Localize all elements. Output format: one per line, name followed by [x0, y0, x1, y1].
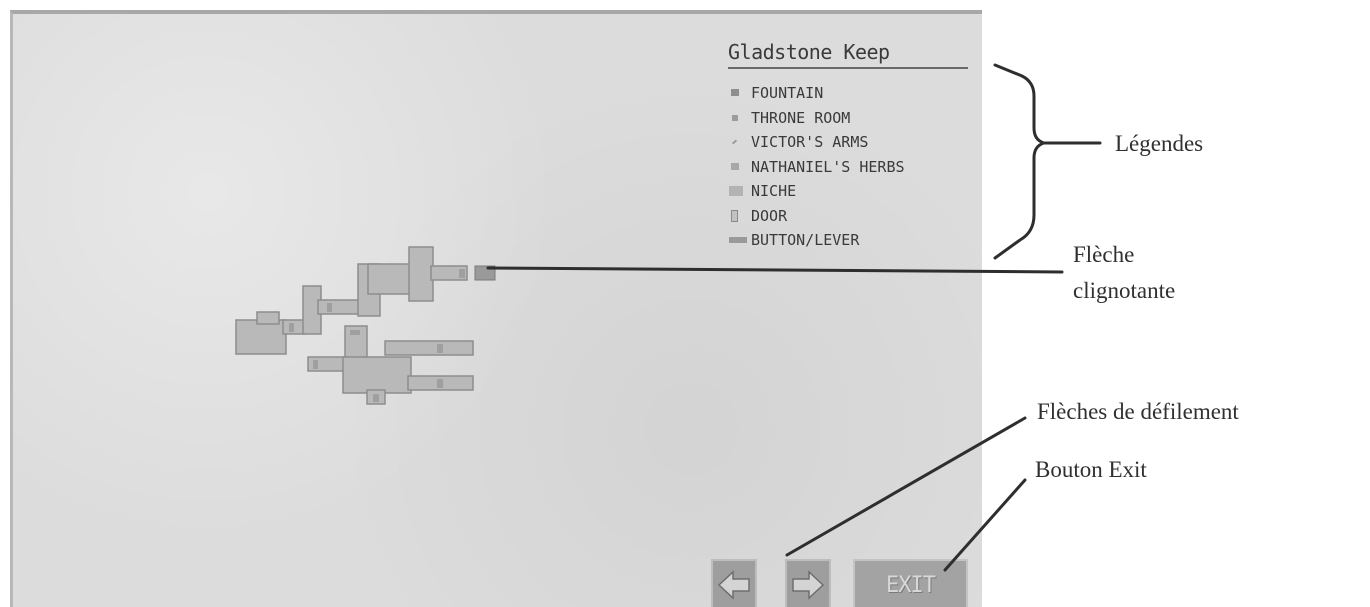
scroll-right-button[interactable]: [785, 559, 831, 607]
legend-brace: [993, 63, 1050, 260]
map-door: [459, 269, 465, 278]
legend-item-button-lever: BUTTON/LEVER: [729, 228, 905, 253]
blinking-arrow-pointer-line: [486, 266, 1064, 274]
annotation-legendes: Légendes: [1115, 131, 1204, 156]
map-room: [408, 246, 434, 302]
map-door: [289, 323, 294, 332]
map-door: [437, 344, 443, 353]
legend-item-herbs: NATHANIEL'S HERBS: [729, 155, 905, 180]
legend-item-throne-room: THRONE ROOM: [729, 106, 905, 131]
annotation-scroll-arrows: Flèches de défilement: [1037, 399, 1239, 424]
niche-icon: [729, 185, 751, 197]
exit-pointer-line: [943, 478, 1027, 572]
map-screen: Gladstone Keep FOUNTAIN THRONE ROOM VICT…: [10, 10, 982, 607]
arrow-left-icon: [717, 570, 750, 600]
map-room: [235, 319, 287, 355]
fountain-icon: [729, 87, 751, 99]
door-icon: [729, 209, 751, 222]
map-room: [342, 356, 412, 394]
legend-item-niche: NICHE: [729, 179, 905, 204]
legend-item-door: DOOR: [729, 204, 905, 229]
map-door: [327, 303, 332, 312]
map-door: [373, 394, 379, 402]
map-legend: FOUNTAIN THRONE ROOM VICTOR'S ARMS NATHA…: [729, 81, 905, 253]
dungeon-map: [235, 246, 496, 405]
annotation-exit-button: Bouton Exit: [1035, 457, 1147, 482]
map-title: Gladstone Keep: [728, 40, 968, 69]
map-door: [350, 330, 360, 335]
map-corridor: [384, 340, 474, 356]
legend-item-victors-arms: VICTOR'S ARMS: [729, 130, 905, 155]
scroll-left-button[interactable]: [711, 559, 757, 607]
map-door: [437, 379, 443, 388]
map-door: [313, 360, 318, 369]
annotation-blinking-arrow: Flèche clignotante: [1073, 242, 1176, 303]
legend-item-fountain: FOUNTAIN: [729, 81, 905, 106]
map-corridor: [430, 265, 468, 281]
arrow-right-icon: [792, 570, 825, 600]
herbs-icon: [729, 161, 751, 173]
button-lever-icon: [729, 234, 751, 246]
map-room: [256, 311, 280, 325]
scroll-pointer-line: [785, 416, 1027, 557]
throne-room-icon: [729, 112, 751, 124]
